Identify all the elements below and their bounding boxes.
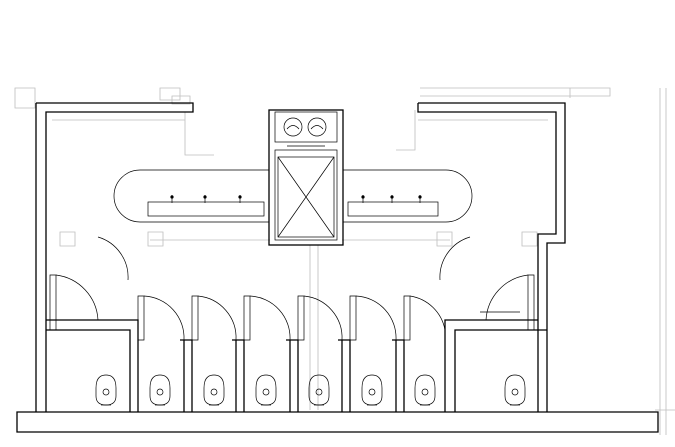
urinal-icon <box>361 374 383 406</box>
central-core <box>268 109 344 246</box>
stall-doors <box>137 295 446 341</box>
hand-dryer-icon <box>283 117 303 137</box>
urinals <box>95 374 526 406</box>
stall-partitions <box>46 319 547 412</box>
sink-counter-right <box>342 169 473 223</box>
urinal-icon <box>504 374 526 406</box>
faucet-icon <box>203 195 207 203</box>
urinal-icon <box>203 374 225 406</box>
hand-dryer-icon <box>307 117 327 137</box>
urinal-icon <box>255 374 277 406</box>
context-lines <box>14 87 675 435</box>
entry-door-right <box>439 236 535 331</box>
urinal-icon <box>149 374 171 406</box>
faucet-icon <box>390 195 394 203</box>
urinal-icon <box>414 374 436 406</box>
faucet-icon <box>238 195 242 203</box>
sink-counter-left <box>113 169 270 223</box>
faucet-icon <box>418 195 422 203</box>
entry-door-left <box>49 236 132 331</box>
exterior-walls <box>16 102 659 433</box>
urinal-icon <box>95 374 117 406</box>
faucet-icon <box>170 195 174 203</box>
faucet-icon <box>361 195 365 203</box>
urinal-icon <box>308 374 330 406</box>
